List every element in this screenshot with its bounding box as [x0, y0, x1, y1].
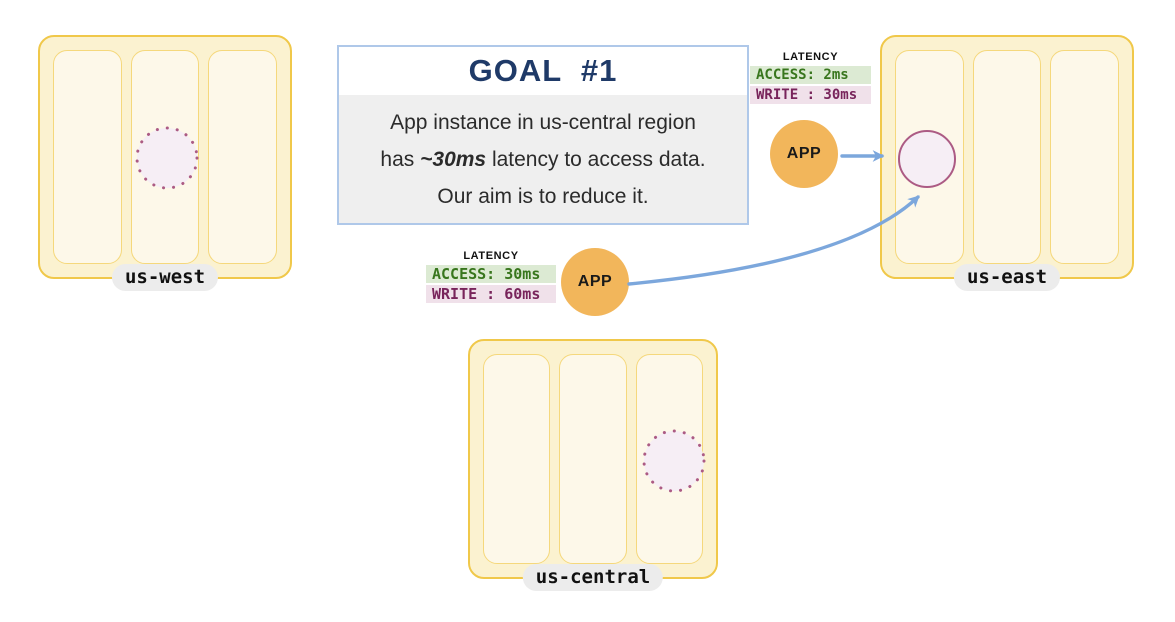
latency-panel-us-east: LATENCY ACCESS: 2ms WRITE : 30ms — [750, 51, 871, 106]
availability-zone — [208, 50, 278, 264]
goal-line-3: Our aim is to reduce it. — [437, 184, 649, 208]
storage-placeholder-icon — [135, 126, 199, 190]
latency-access-row: ACCESS: 30ms — [426, 265, 556, 283]
latency-title: LATENCY — [463, 250, 519, 262]
goal-title: GOAL #1 — [468, 53, 618, 88]
region-us-east: us-east — [880, 35, 1134, 291]
latency-access-row: ACCESS: 2ms — [750, 66, 871, 84]
storage-node-icon — [898, 130, 956, 188]
region-us-west: us-west — [38, 35, 292, 291]
latency-write-row: WRITE : 30ms — [750, 86, 871, 104]
availability-zone — [559, 354, 627, 564]
app-node-us-east: APP — [770, 120, 838, 188]
latency-write-row: WRITE : 60ms — [426, 285, 556, 303]
availability-zone — [53, 50, 122, 264]
app-node-us-central: APP — [561, 248, 629, 316]
goal-line-1: App instance in us-central region — [390, 110, 696, 134]
availability-zone — [1050, 50, 1120, 264]
availability-zone — [483, 354, 551, 564]
availability-zone — [972, 50, 1042, 264]
storage-placeholder-icon — [642, 429, 706, 493]
region-label-us-central: us-central — [522, 564, 664, 591]
latency-panel-us-central: LATENCY ACCESS: 30ms WRITE : 60ms — [426, 250, 556, 305]
goal-body-text: App instance in us-central region has ~3… — [339, 95, 747, 223]
region-label-us-west: us-west — [111, 264, 219, 291]
latency-emphasis: ~30ms — [420, 147, 487, 171]
goal-line-2: has ~30ms latency to access data. — [380, 147, 706, 171]
region-us-central: us-central — [468, 339, 718, 591]
goal-callout: GOAL #1 App instance in us-central regio… — [337, 45, 749, 225]
latency-title: LATENCY — [782, 51, 839, 63]
region-label-us-east: us-east — [953, 264, 1061, 291]
